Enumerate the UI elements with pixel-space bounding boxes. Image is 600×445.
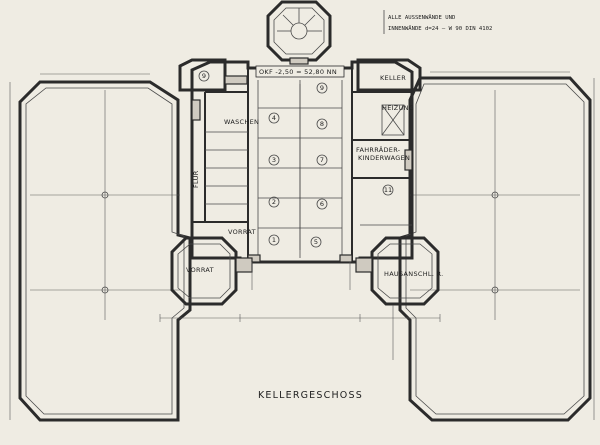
cell-number: 4 <box>272 114 276 122</box>
stair-tower <box>266 0 332 65</box>
dimension-lines <box>159 262 441 360</box>
level-label: OKF -2,50 = 52,80 NN <box>259 68 337 76</box>
central-block <box>190 60 414 264</box>
corner-room-right <box>356 58 422 92</box>
cell-number: 6 <box>320 200 324 208</box>
cell-number: 5 <box>314 238 318 246</box>
left-wing <box>9 73 192 422</box>
room-label-hausanschluss: HAUSANSCHL. R. <box>384 270 444 278</box>
room-label-vorrat-inner: VORRAT <box>228 228 256 236</box>
corner-room-left <box>178 58 248 92</box>
cell-number: 2 <box>272 198 276 206</box>
right-wing <box>398 71 595 422</box>
cell-number: 1 <box>272 236 276 244</box>
room-label-fahrraeder: FAHRRÄDER- <box>356 145 401 154</box>
room-label-keller: KELLER <box>380 74 406 82</box>
room-label-flur: FLUR <box>192 170 200 188</box>
room-label-waschen: WASCHEN <box>224 118 259 126</box>
note-line-2: INNENWÄNDE d=24 — W 90 DIN 4102 <box>388 25 492 32</box>
note-line-1: ALLE AUSSENWÄNDE UND <box>388 14 456 21</box>
drawing-title: KELLERGESCHOSS <box>258 390 363 401</box>
cell-number: 9 <box>320 84 324 92</box>
cell-number: 9 <box>202 72 206 80</box>
cell-number: 3 <box>272 156 276 164</box>
room-label-kinderwagen: KINDERWAGEN <box>358 154 410 162</box>
cell-number: 7 <box>320 156 324 164</box>
tower-right <box>355 236 440 306</box>
tower-left <box>170 236 253 306</box>
room-label-heizung: HEIZUNG <box>382 104 414 112</box>
cell-number: 11 <box>384 186 392 194</box>
room-label-vorrat-tower: VORRAT <box>186 266 214 274</box>
note-box: ALLE AUSSENWÄNDE UND INNENWÄNDE d=24 — W… <box>383 10 492 34</box>
cell-number: 8 <box>320 120 324 128</box>
cell-numbers: 1 2 3 4 5 6 7 8 9 9 11 <box>198 70 394 248</box>
